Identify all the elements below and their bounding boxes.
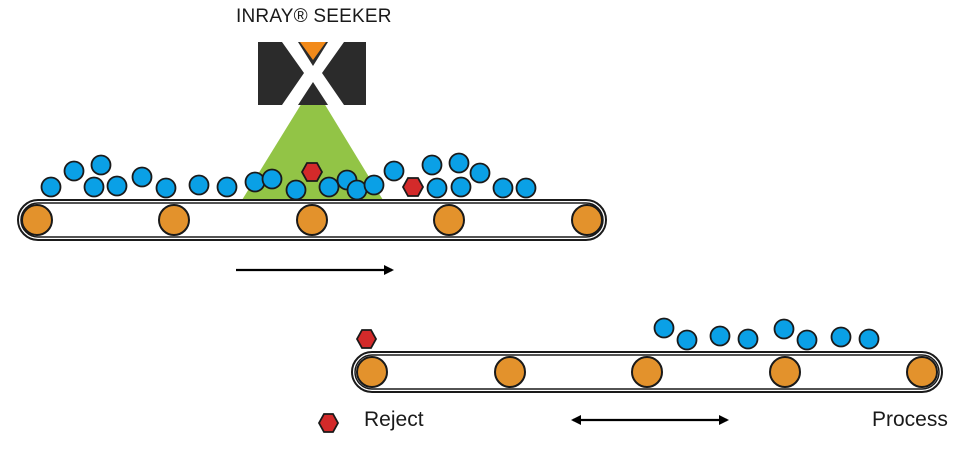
product bbox=[63, 160, 85, 182]
product bbox=[773, 318, 795, 340]
product bbox=[515, 177, 537, 199]
bottom-conveyor-products bbox=[653, 317, 880, 351]
reject-legend-icon bbox=[317, 413, 340, 433]
top-conveyor-contaminants bbox=[300, 162, 425, 197]
detector-title: INRAY® SEEKER bbox=[236, 6, 392, 27]
product bbox=[188, 174, 210, 196]
product bbox=[858, 328, 880, 350]
product bbox=[830, 326, 852, 348]
product bbox=[40, 176, 62, 198]
reject-label: Reject bbox=[364, 408, 424, 431]
product bbox=[155, 177, 177, 199]
product bbox=[131, 166, 153, 188]
product bbox=[318, 176, 340, 198]
product bbox=[737, 328, 759, 350]
product bbox=[796, 329, 818, 351]
product bbox=[216, 176, 238, 198]
product bbox=[83, 176, 105, 198]
product bbox=[106, 175, 128, 197]
product bbox=[90, 154, 112, 176]
roller bbox=[494, 356, 526, 388]
roller bbox=[296, 204, 328, 236]
inray-seeker-logo-icon bbox=[258, 42, 366, 105]
product bbox=[261, 168, 283, 190]
process-label: Process bbox=[872, 408, 948, 431]
product bbox=[285, 179, 307, 201]
roller bbox=[356, 356, 388, 388]
product bbox=[709, 325, 731, 347]
product bbox=[653, 317, 675, 339]
red-hexagon-icon bbox=[355, 329, 378, 349]
bottom-conveyor bbox=[351, 351, 943, 393]
roller bbox=[769, 356, 801, 388]
product bbox=[676, 329, 698, 351]
roller bbox=[631, 356, 663, 388]
roller bbox=[158, 204, 190, 236]
product bbox=[421, 154, 443, 176]
roller bbox=[433, 204, 465, 236]
product bbox=[426, 177, 448, 199]
top-conveyor bbox=[17, 199, 607, 241]
top-conveyor-products bbox=[40, 152, 537, 201]
product bbox=[383, 160, 405, 182]
red-hexagon-icon bbox=[300, 162, 324, 182]
red-hexagon-icon bbox=[401, 177, 425, 197]
roller bbox=[21, 204, 53, 236]
product bbox=[450, 176, 472, 198]
product bbox=[492, 177, 514, 199]
product bbox=[448, 152, 470, 174]
roller bbox=[571, 204, 603, 236]
product bbox=[363, 174, 385, 196]
roller bbox=[906, 356, 938, 388]
product bbox=[244, 171, 266, 193]
product bbox=[469, 162, 491, 184]
product bbox=[346, 179, 368, 201]
